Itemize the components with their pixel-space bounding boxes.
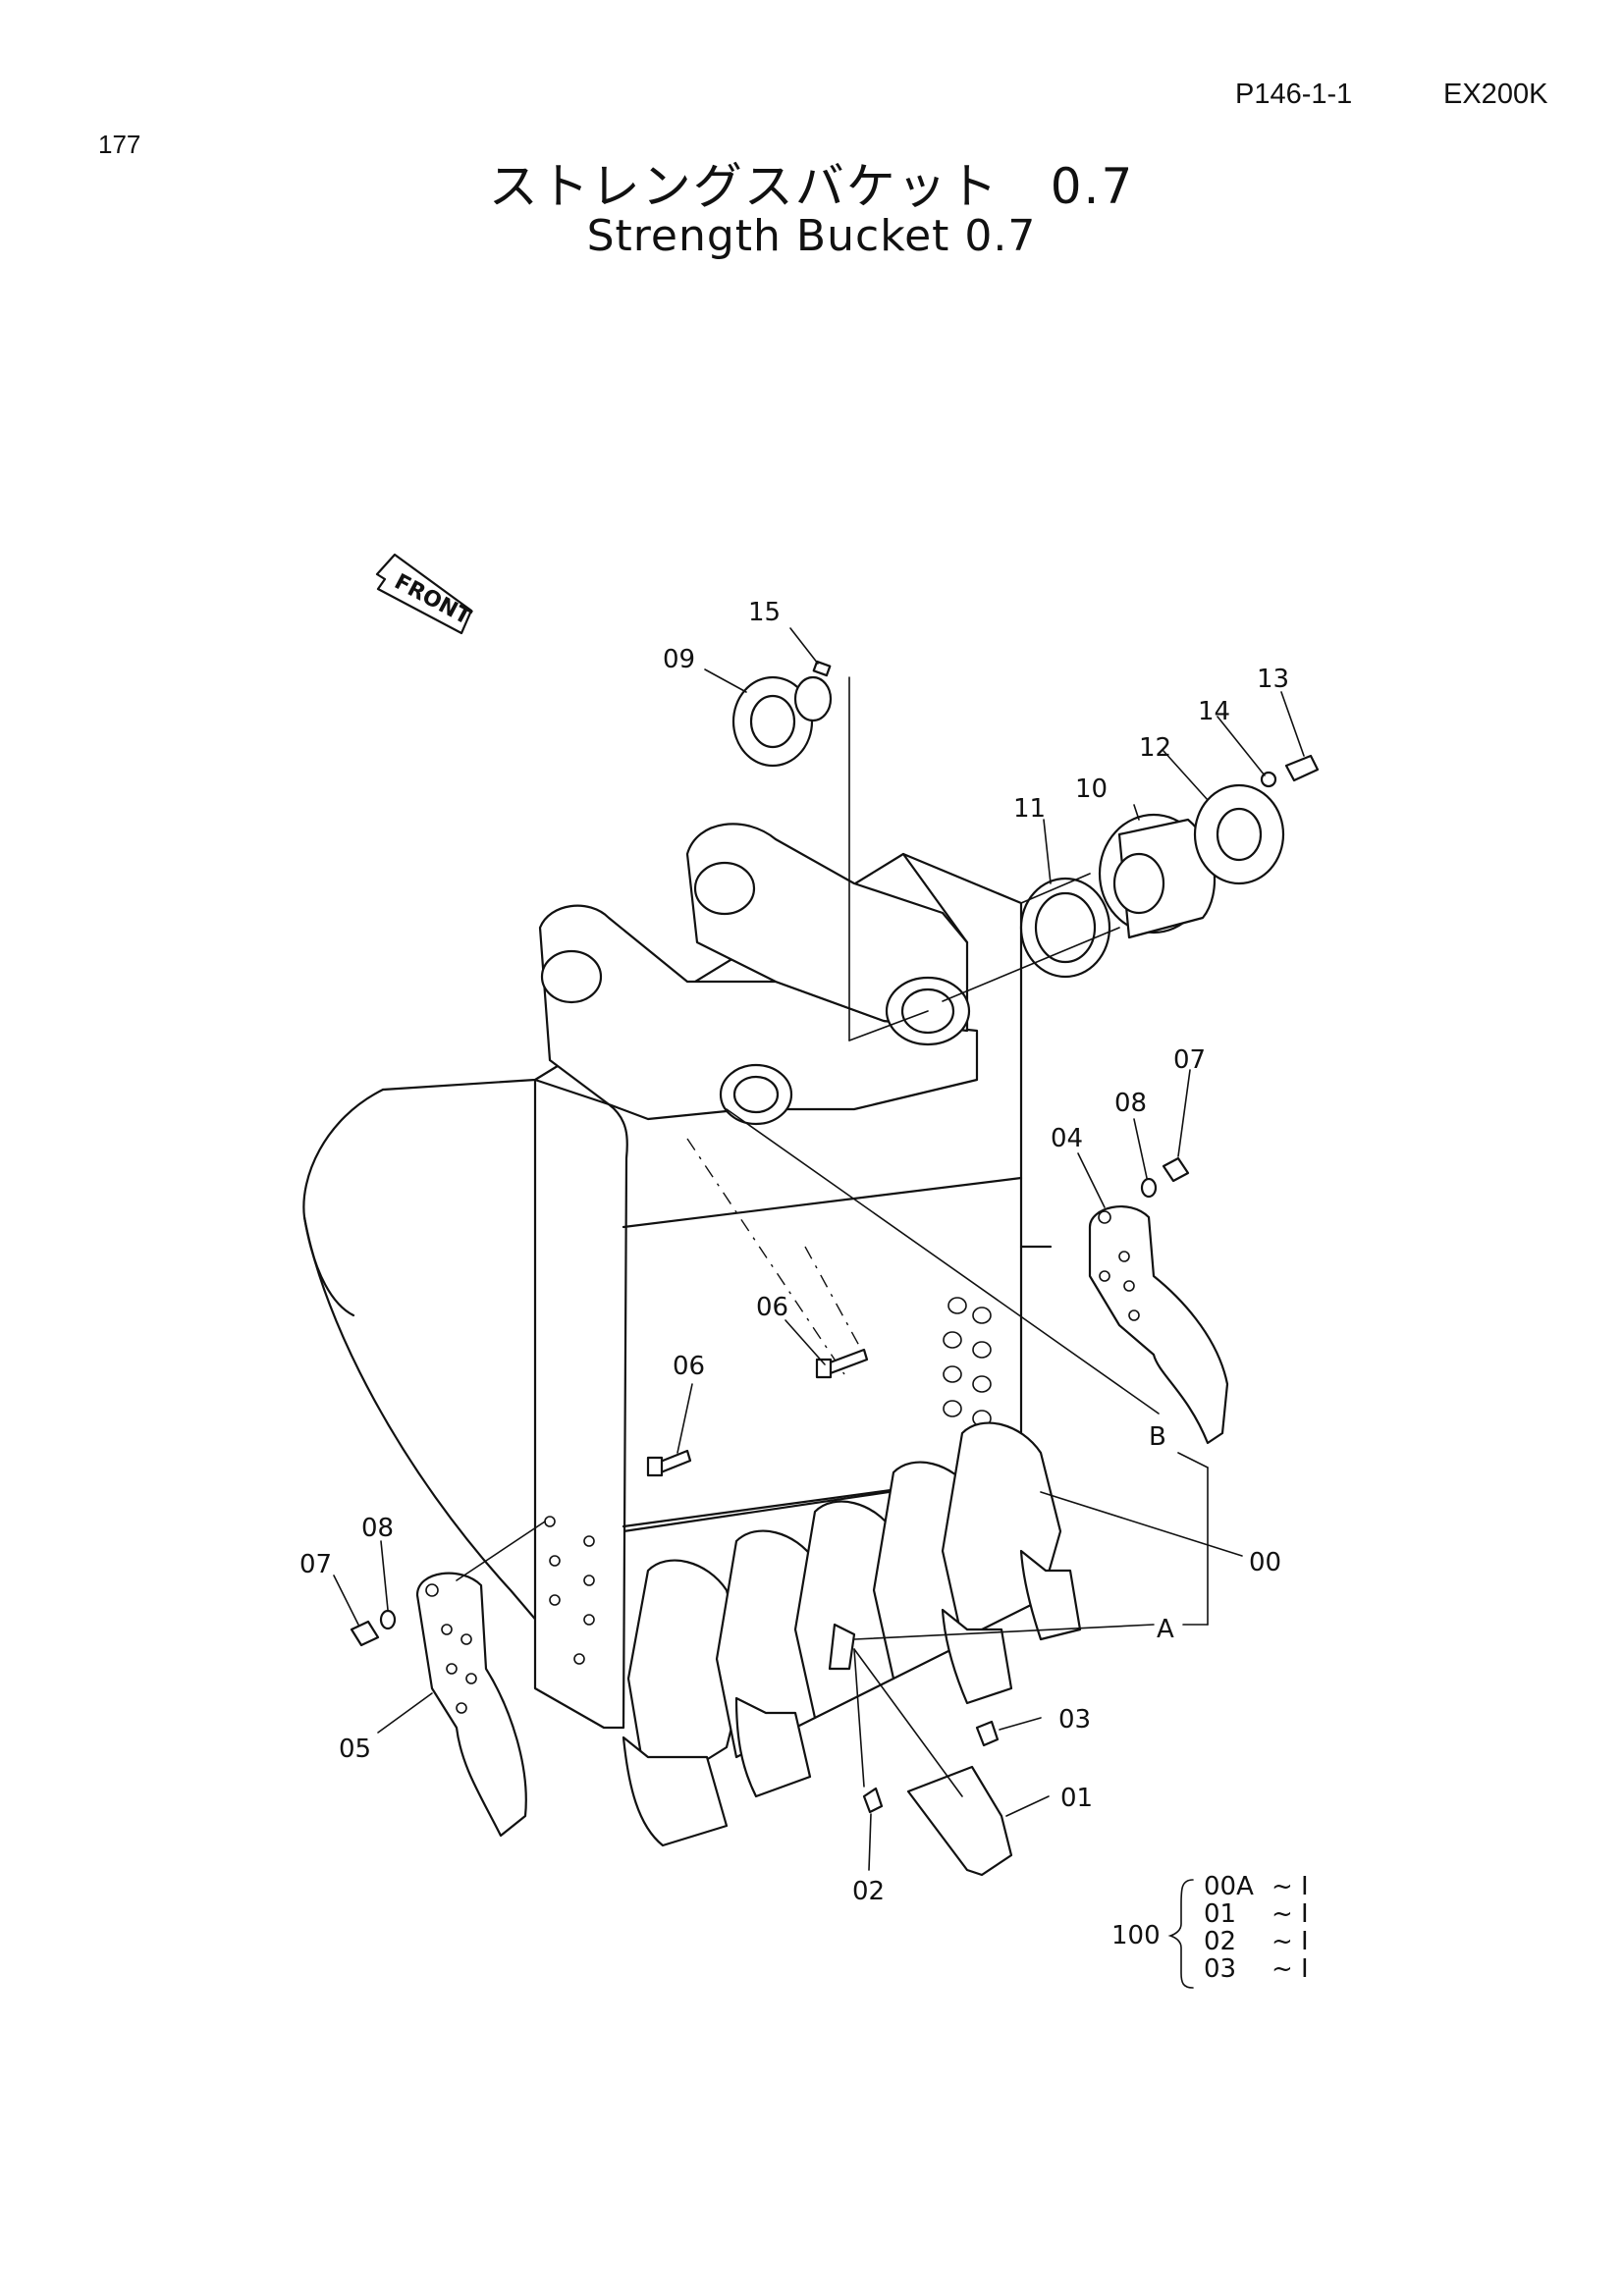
model-code: EX200K <box>1443 79 1548 110</box>
callout-00: 00 <box>1249 1548 1281 1577</box>
assembly-note: 100 00A ~ I 01 ~ I 02 ~ I 03 ~ I <box>1111 1872 1309 1989</box>
assembly-item-part-1: 00A <box>1204 1872 1254 1901</box>
callout-07-right: 07 <box>1173 1045 1206 1075</box>
callout-08-right: 08 <box>1114 1089 1147 1118</box>
callout-02: 02 <box>852 1877 885 1906</box>
side-cutter-left <box>415 1572 527 1838</box>
assembly-label: 100 <box>1111 1921 1161 1950</box>
title-japanese: ストレングスバケット 0.7 <box>488 158 1135 215</box>
callout-10: 10 <box>1075 774 1108 804</box>
callout-A: A <box>1157 1615 1174 1644</box>
callout-06-lower: 06 <box>673 1352 705 1381</box>
callout-06-upper: 06 <box>756 1293 788 1322</box>
callout-04: 04 <box>1051 1124 1083 1153</box>
callout-07-left: 07 <box>299 1550 332 1579</box>
leader-lines <box>333 627 1305 1871</box>
callout-14: 14 <box>1198 697 1230 726</box>
title-english: Strength Bucket 0.7 <box>586 211 1037 261</box>
callout-B: B <box>1149 1422 1166 1452</box>
assembly-item-qty-4: ~ I <box>1271 1954 1309 1984</box>
callout-01: 01 <box>1060 1784 1093 1813</box>
callout-09: 09 <box>663 645 695 674</box>
small-parts <box>350 660 1320 1877</box>
bucket-teeth <box>622 1421 1082 1847</box>
callout-11: 11 <box>1013 794 1046 824</box>
callout-05: 05 <box>339 1735 371 1764</box>
assembly-item-part-3: 02 <box>1204 1927 1236 1956</box>
bolt-holes-right <box>943 1297 992 1427</box>
assembly-item-qty-3: ~ I <box>1271 1927 1309 1956</box>
page-number: 177 <box>98 130 141 159</box>
front-label: FRONT <box>390 569 474 630</box>
page-code: P146-1-1 <box>1235 79 1353 110</box>
side-cutter-right <box>1088 1205 1229 1445</box>
assembly-item-qty-2: ~ I <box>1271 1899 1309 1929</box>
callout-15: 15 <box>748 598 781 627</box>
callout-13: 13 <box>1257 665 1289 694</box>
assembly-item-qty-1: ~ I <box>1271 1872 1309 1901</box>
callout-labels: 15 09 13 14 12 10 11 07 08 04 06 06 B 00… <box>299 598 1289 1906</box>
callout-08-left: 08 <box>361 1514 394 1543</box>
callout-12: 12 <box>1139 733 1171 763</box>
callout-03: 03 <box>1058 1705 1091 1735</box>
assembly-item-part-4: 03 <box>1204 1954 1236 1984</box>
front-arrow-icon: FRONT <box>375 553 474 635</box>
bolt-holes-left <box>544 1516 595 1665</box>
assembly-item-part-2: 01 <box>1204 1899 1236 1929</box>
